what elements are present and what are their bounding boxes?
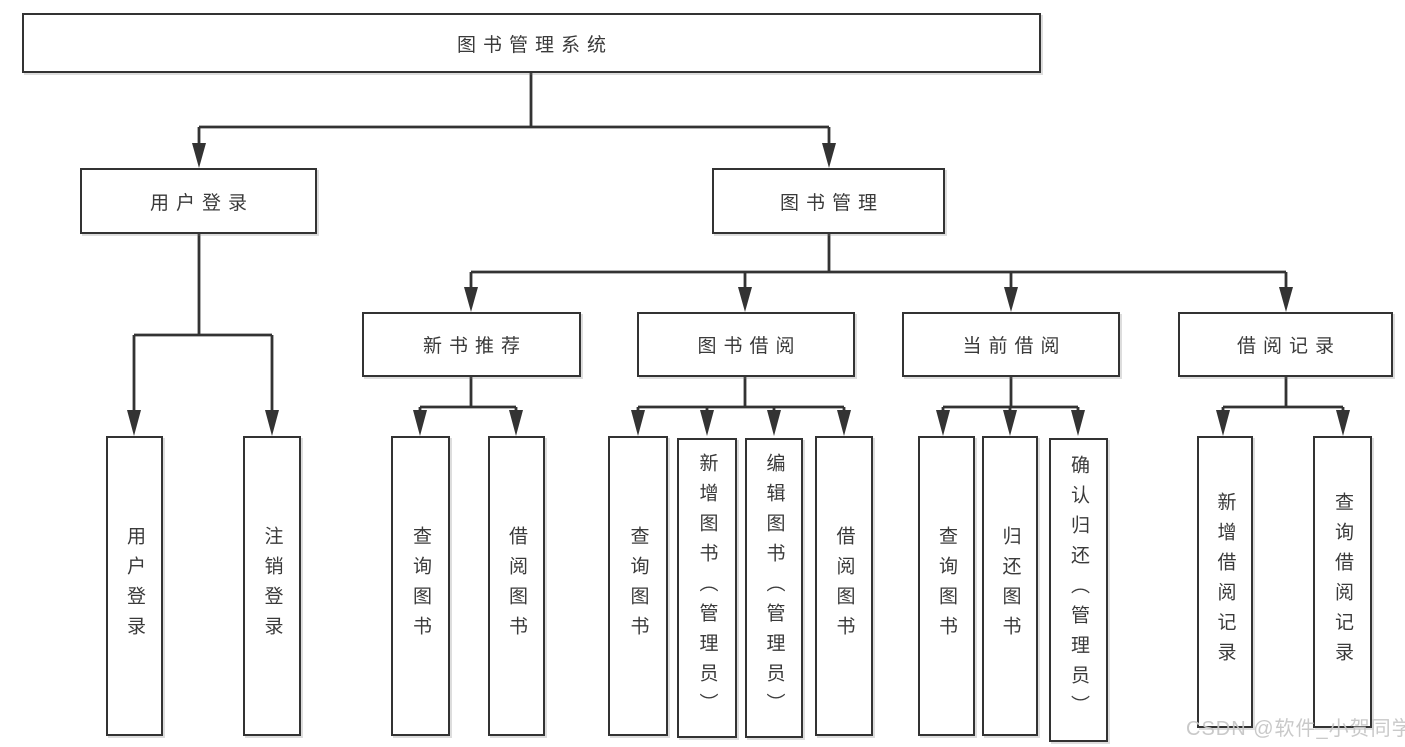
node-label: 用户登录 bbox=[124, 526, 145, 646]
node-user-login: 用户登录 bbox=[80, 168, 317, 234]
leaf-logout: 注销登录 bbox=[243, 436, 301, 736]
csdn-watermark: CSDN @软件_小贺同学 bbox=[1186, 718, 1405, 740]
node-current-borrowing: 当前借阅 bbox=[902, 312, 1120, 377]
node-label: 用户登录 bbox=[149, 192, 254, 214]
node-label: 注销登录 bbox=[261, 526, 283, 646]
node-label: 新书推荐 bbox=[422, 336, 527, 357]
node-label: 确认归还（管理员） bbox=[1068, 455, 1089, 725]
node-label: 编辑图书（管理员） bbox=[763, 453, 785, 723]
node-label: 新增借阅记录 bbox=[1214, 492, 1236, 672]
leaf-user-login: 用户登录 bbox=[106, 436, 163, 736]
leaf-add-borrow-record: 新增借阅记录 bbox=[1197, 436, 1253, 728]
leaf-confirm-return-admin: 确认归还（管理员） bbox=[1049, 438, 1108, 742]
node-book-management: 图书管理 bbox=[712, 168, 945, 234]
leaf-query-books-recommend: 查询图书 bbox=[391, 436, 450, 736]
leaf-edit-book-admin: 编辑图书（管理员） bbox=[745, 438, 803, 738]
node-label: 查询借阅记录 bbox=[1332, 492, 1353, 672]
node-label: 查询图书 bbox=[410, 526, 431, 646]
node-label: 借阅图书 bbox=[833, 526, 855, 646]
node-label: 查询图书 bbox=[627, 526, 649, 646]
leaf-borrow-books-2: 借阅图书 bbox=[815, 436, 873, 736]
leaf-query-books-current: 查询图书 bbox=[918, 436, 975, 736]
node-label: 图书管理 bbox=[779, 192, 884, 214]
node-label: 图书管理系统 bbox=[456, 34, 613, 56]
node-new-book-recommend: 新书推荐 bbox=[362, 312, 581, 377]
node-label: 归还图书 bbox=[999, 526, 1021, 646]
node-label: 新增图书（管理员） bbox=[696, 453, 718, 723]
leaf-add-book-admin: 新增图书（管理员） bbox=[677, 438, 737, 738]
node-borrowing-records: 借阅记录 bbox=[1178, 312, 1393, 377]
leaf-query-books-borrow: 查询图书 bbox=[608, 436, 668, 736]
node-library-system: 图书管理系统 bbox=[22, 13, 1041, 73]
node-label: 借阅图书 bbox=[506, 526, 527, 646]
leaf-borrow-books-recommend: 借阅图书 bbox=[488, 436, 545, 736]
node-label: 借阅记录 bbox=[1236, 336, 1341, 357]
leaf-query-borrow-record: 查询借阅记录 bbox=[1313, 436, 1372, 728]
node-label: 图书借阅 bbox=[697, 336, 802, 357]
node-book-borrowing: 图书借阅 bbox=[637, 312, 855, 377]
node-label: 查询图书 bbox=[936, 526, 957, 646]
leaf-return-books: 归还图书 bbox=[982, 436, 1038, 736]
node-label: 当前借阅 bbox=[962, 336, 1067, 357]
